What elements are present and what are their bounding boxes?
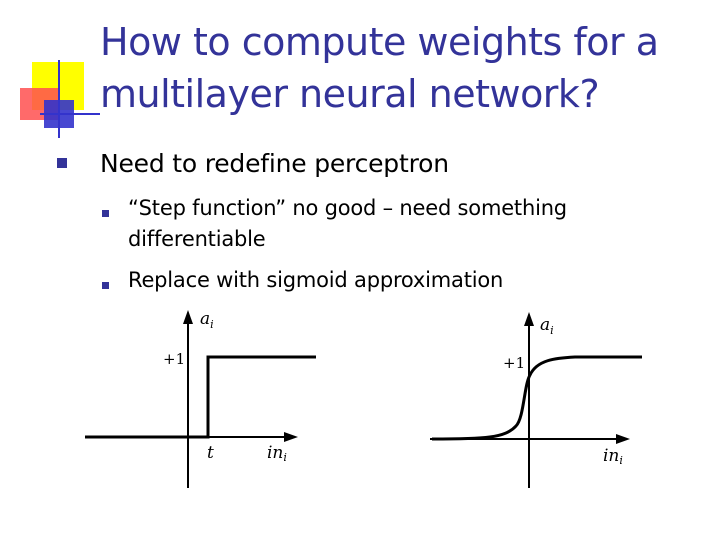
sigmoid-graph: ai +1 ini (430, 312, 642, 488)
sigmoid-y-arrow-icon (524, 312, 534, 326)
title-line-1: How to compute weights for a (100, 20, 659, 64)
bullet-marker (57, 158, 67, 168)
step-y-arrow-icon (183, 310, 193, 324)
sigmoid-plus-one-label: +1 (503, 354, 525, 372)
title-line-2: multilayer neural network? (100, 72, 600, 116)
sub-bullet-marker (102, 210, 109, 217)
sub-bullet-marker (102, 282, 109, 289)
sigmoid-y-label: ai (540, 315, 554, 337)
sigmoid-curve (431, 355, 642, 441)
step-x-label: ini (267, 443, 287, 464)
step-curve (85, 355, 316, 439)
slide-title: How to compute weights for a multilayer … (100, 16, 710, 120)
bullet-text: Need to redefine perceptron (100, 149, 449, 178)
corner-decoration (0, 0, 100, 140)
deco-vertical-line (58, 60, 60, 138)
step-plus-one-label: +1 (163, 350, 185, 368)
deco-horizontal-line (40, 113, 100, 115)
sigmoid-x-arrow-icon (616, 434, 630, 444)
sub-bullet-text: “Step function” no good – need something… (128, 196, 567, 251)
step-threshold-label: t (207, 443, 214, 463)
step-y-label: ai (200, 309, 214, 331)
sigmoid-x-label: ini (603, 446, 623, 467)
sub-bullet-text: Replace with sigmoid approximation (128, 268, 504, 292)
step-x-arrow-icon (284, 432, 298, 442)
step-graph: ai +1 t ini (85, 309, 316, 488)
